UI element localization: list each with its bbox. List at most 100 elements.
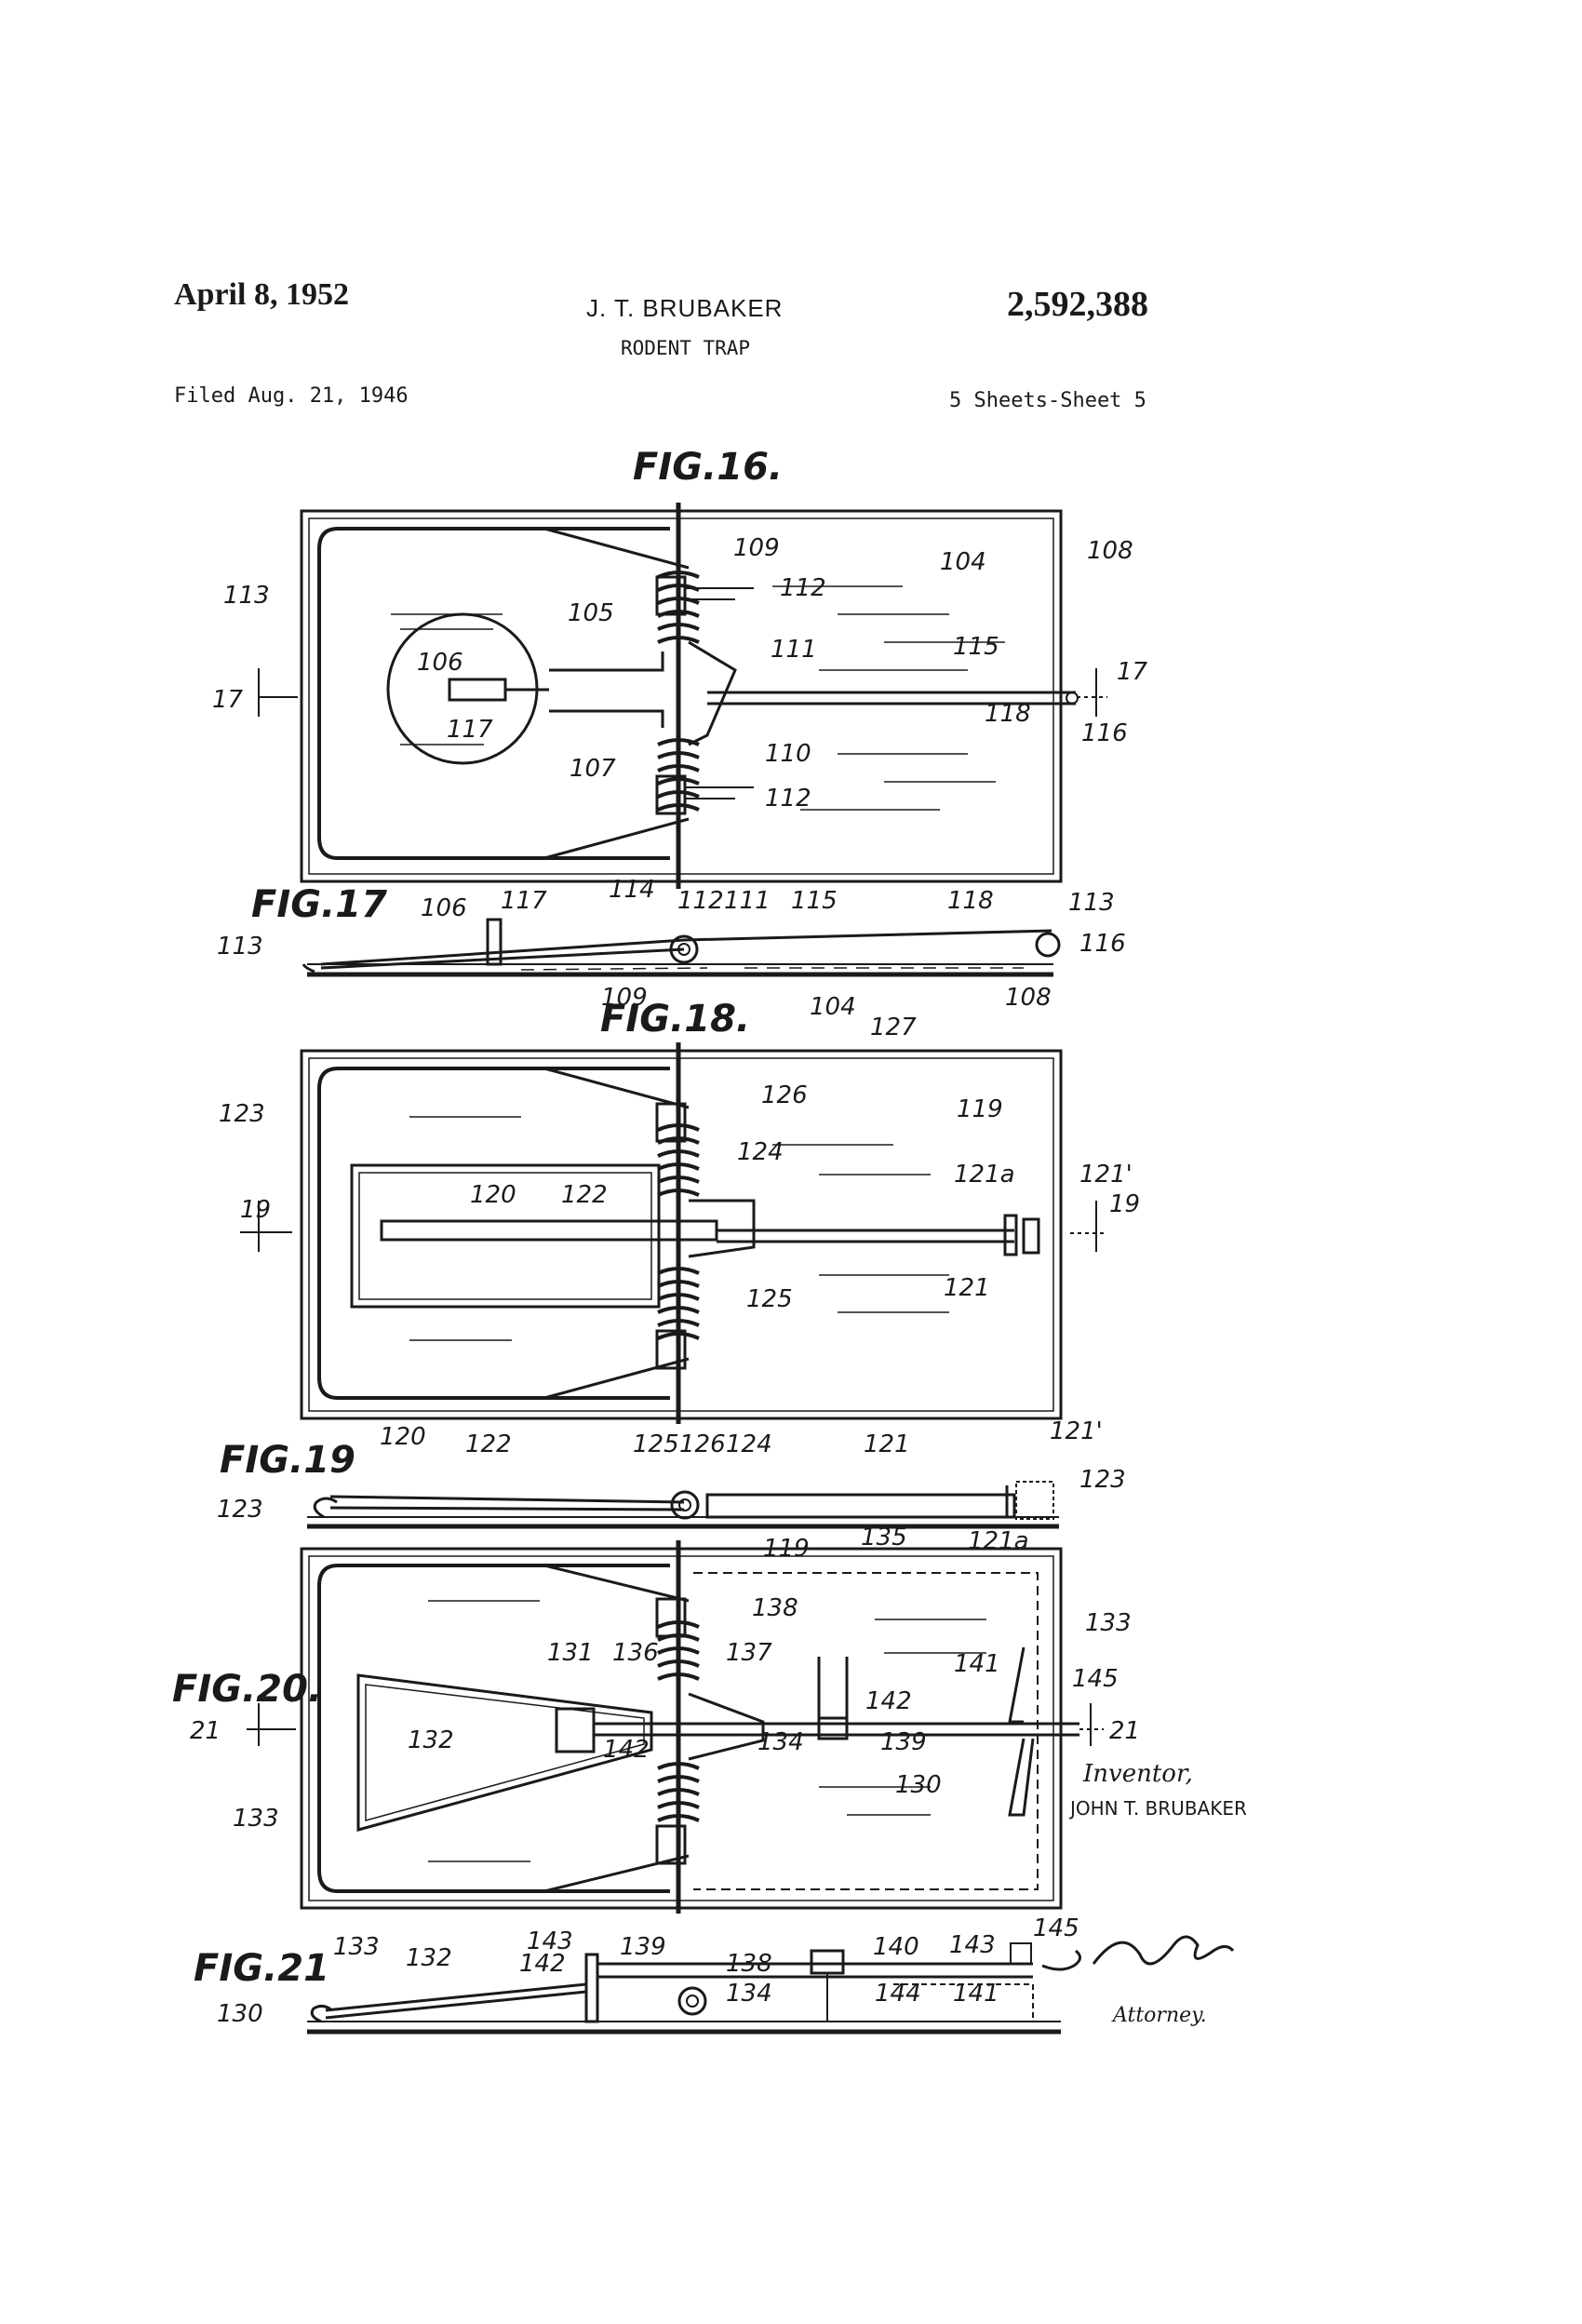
- fig19-label: FIG.19: [220, 1439, 355, 1482]
- filed-date: Filed Aug. 21, 1946: [174, 384, 409, 408]
- fig20-label: FIG.20.: [172, 1668, 322, 1711]
- ref-137-fig20: 137: [726, 1639, 772, 1667]
- ref-118-fig16: 118: [985, 700, 1031, 728]
- ref-121-fig19: 121: [864, 1431, 910, 1458]
- inventor-signature-name: JOHN T. BRUBAKER: [1068, 1797, 1247, 1820]
- ref-116-fig16: 116: [1081, 719, 1128, 747]
- ref-134-fig21: 134: [726, 1980, 772, 2008]
- section-21-left: 21: [190, 1717, 221, 1745]
- ref-108-fig16: 108: [1087, 537, 1133, 565]
- ref-111-fig16: 111: [771, 636, 817, 664]
- fig16-base: [300, 509, 1063, 883]
- ref-106-fig16: 106: [417, 649, 463, 677]
- ref-132-fig20: 132: [408, 1726, 454, 1754]
- section-17-left: 17: [212, 686, 244, 714]
- fig16-staple-upper: [655, 575, 687, 616]
- patent-number: 2,592,388: [1007, 285, 1148, 324]
- ref-139-fig21: 139: [620, 1933, 666, 1961]
- section-21-right: 21: [1109, 1717, 1140, 1745]
- fig17-spring-coil: [669, 934, 699, 964]
- ref-122-fig18: 122: [561, 1181, 608, 1209]
- ref-139-fig20: 139: [880, 1728, 927, 1756]
- ref-135-fig19: 135: [861, 1524, 907, 1552]
- fig18-bail-wire: [317, 1067, 670, 1400]
- fig17-drawing: [302, 918, 1061, 977]
- ref-108-fig17: 108: [1005, 984, 1052, 1012]
- ref-121a-fig18: 121a: [954, 1161, 1015, 1189]
- inventor-label: Inventor,: [1082, 1760, 1193, 1788]
- fig16-upper-spring: [657, 571, 700, 644]
- fig17-label: FIG.17: [251, 883, 387, 926]
- ref-134-fig20: 134: [757, 1728, 804, 1756]
- ref-119-fig19: 119: [763, 1535, 810, 1563]
- ref-123-fig19-left: 123: [217, 1496, 263, 1524]
- ref-143-fig21-left: 143: [527, 1928, 573, 1955]
- ref-115-fig16: 115: [953, 633, 999, 661]
- attorney-label: Attorney.: [1111, 2004, 1207, 2027]
- ref-104-fig16: 104: [940, 548, 986, 576]
- fig20-base: [300, 1547, 1063, 1910]
- ref-119-fig18: 119: [957, 1095, 1003, 1123]
- ref-124-fig19: 124: [726, 1431, 772, 1458]
- fig20-drawing: [247, 1540, 1104, 1914]
- ref-133-fig20-left: 133: [233, 1805, 279, 1833]
- patent-title: RODENT TRAP: [621, 337, 751, 359]
- ref-123-fig18: 123: [219, 1100, 265, 1128]
- ref-141-fig21: 141: [953, 1980, 999, 2008]
- fig16-trigger-rod: [707, 691, 1076, 705]
- ref-117-fig17: 117: [501, 887, 547, 915]
- ref-121p-fig18: 121': [1079, 1161, 1133, 1189]
- ref-130-fig21: 130: [217, 2000, 263, 2028]
- fig21-drawing: [307, 1942, 1081, 2035]
- ref-132-fig21: 132: [406, 1944, 452, 1972]
- ref-117-fig16: 117: [447, 716, 493, 744]
- ref-142-fig20-left: 142: [603, 1736, 650, 1764]
- fig18-bait-pan: [350, 1163, 661, 1309]
- ref-133-fig20-right: 133: [1085, 1609, 1132, 1637]
- ref-138-fig20: 138: [752, 1594, 798, 1622]
- ref-122-fig19: 122: [465, 1431, 512, 1458]
- fig18-base: [300, 1049, 1063, 1420]
- ref-138-fig21: 138: [726, 1950, 772, 1978]
- ref-144-fig21: 144: [875, 1980, 921, 2008]
- fig16-label: FIG.16.: [633, 446, 783, 489]
- ref-126-fig19: 126: [679, 1431, 726, 1458]
- ref-114-fig16: 114: [609, 876, 655, 904]
- ref-116-fig17: 116: [1079, 930, 1126, 958]
- fig21-label: FIG.21: [194, 1947, 329, 1990]
- ref-121a-fig19: 121a: [968, 1527, 1029, 1555]
- ref-131-fig20: 131: [547, 1639, 594, 1667]
- sheet-count: 5 Sheets-Sheet 5: [949, 389, 1146, 412]
- fig19-drawing: [307, 1481, 1059, 1529]
- ref-130-fig20: 130: [895, 1771, 942, 1799]
- ref-125-fig19: 125: [633, 1431, 679, 1458]
- fig18-drawing: [240, 1042, 1104, 1424]
- ref-124-fig18: 124: [737, 1138, 784, 1166]
- fig18-trigger-rod: [717, 1229, 1014, 1243]
- section-17-right: 17: [1117, 658, 1148, 686]
- ref-107-fig16: 107: [570, 755, 616, 783]
- ref-113-fig17-right: 113: [1068, 889, 1115, 917]
- fig20-lower-spring: [657, 1762, 700, 1822]
- ref-109-fig16: 109: [733, 534, 780, 562]
- ref-145-fig21: 145: [1033, 1914, 1079, 1942]
- fig18-trigger-bar: [380, 1219, 718, 1242]
- fig20-trigger-rod: [594, 1722, 1079, 1737]
- ref-141-fig20: 141: [954, 1650, 1000, 1678]
- section-19-left: 19: [240, 1196, 271, 1224]
- ref-112-fig17: 112: [677, 887, 724, 915]
- fig18-label: FIG.18.: [600, 998, 750, 1041]
- fig16-bait-pan: [448, 678, 507, 702]
- section-19-right: 19: [1109, 1190, 1140, 1218]
- ref-106-fig17: 106: [421, 894, 467, 922]
- ref-115-fig17: 115: [791, 887, 838, 915]
- ref-125-fig18: 125: [746, 1285, 793, 1313]
- fig16-staple-lower: [655, 774, 687, 815]
- ref-140-fig21: 140: [873, 1933, 919, 1961]
- attorney-signature-scribble: [1092, 1935, 1235, 1966]
- ref-133-fig21: 133: [333, 1933, 380, 1961]
- patent-date: April 8, 1952: [174, 277, 349, 312]
- ref-120-fig18: 120: [470, 1181, 516, 1209]
- ref-143-fig21-right: 143: [949, 1931, 996, 1959]
